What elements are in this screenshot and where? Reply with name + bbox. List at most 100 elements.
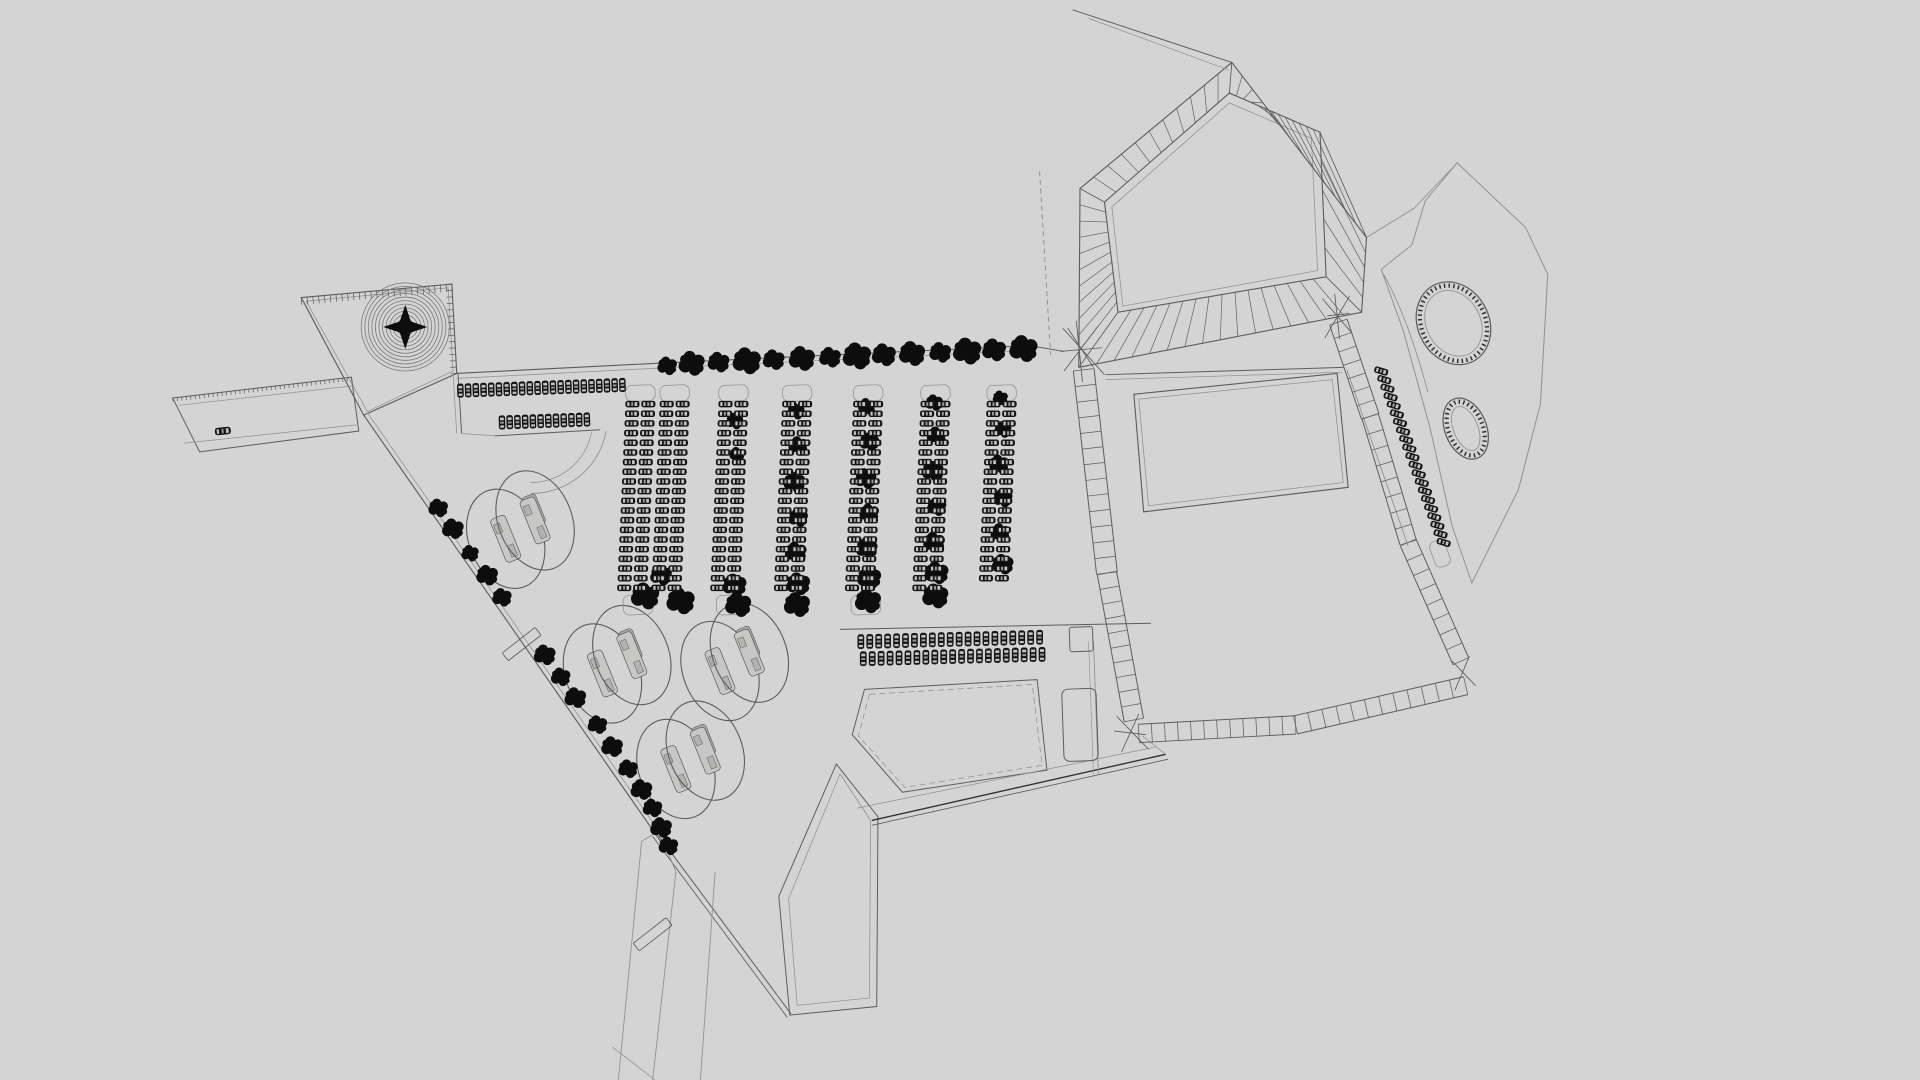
south-boundary-a	[871, 753, 1166, 822]
car	[915, 507, 930, 514]
car	[734, 400, 749, 408]
car	[931, 516, 946, 524]
car	[1383, 392, 1398, 402]
car	[794, 487, 809, 495]
bay-b-edge	[494, 429, 601, 437]
car	[995, 565, 1010, 572]
car	[847, 526, 862, 534]
site-edge-nw-a	[1072, 9, 1232, 63]
car	[653, 545, 668, 553]
tree	[732, 347, 761, 375]
car	[552, 413, 560, 428]
car	[603, 378, 611, 393]
west-road-hatch	[172, 377, 353, 402]
car	[713, 507, 728, 514]
car	[1436, 537, 1451, 548]
car	[537, 414, 545, 429]
car	[776, 516, 792, 524]
car	[997, 516, 1012, 524]
car	[845, 584, 860, 592]
car	[733, 420, 748, 427]
junction-nw-x5	[1067, 327, 1094, 368]
car	[922, 649, 930, 665]
terrace-west-2	[1096, 570, 1144, 723]
car	[863, 536, 878, 543]
car-west-road	[214, 426, 231, 436]
car-row-north-b	[498, 412, 591, 430]
tree	[657, 356, 677, 376]
tree	[642, 798, 663, 818]
car	[718, 410, 733, 417]
car	[624, 429, 639, 437]
car	[733, 429, 748, 437]
plaza-spiral-tree	[360, 282, 450, 372]
junction-nw-x1	[1062, 327, 1105, 375]
car	[859, 651, 867, 667]
car-col-3-right	[726, 400, 749, 592]
car	[730, 497, 745, 505]
junction-ne-x3	[1327, 313, 1350, 317]
car	[848, 497, 863, 505]
car	[671, 487, 686, 495]
car	[636, 516, 651, 524]
car	[480, 382, 487, 397]
car-col-east	[1374, 366, 1451, 548]
car	[564, 379, 572, 394]
car	[980, 536, 995, 543]
car-col-2-right	[667, 400, 690, 592]
car	[625, 400, 640, 408]
car	[790, 574, 805, 582]
car-col-5-right	[860, 400, 884, 592]
car-col-1-left	[617, 400, 640, 592]
car	[1380, 383, 1395, 393]
car	[1377, 374, 1392, 385]
car	[915, 516, 930, 524]
car	[929, 565, 944, 572]
car	[727, 555, 742, 563]
car	[1411, 469, 1426, 479]
car	[541, 380, 549, 395]
car	[1001, 420, 1016, 427]
tree	[788, 345, 815, 371]
car	[781, 410, 796, 417]
car	[793, 497, 808, 505]
tree	[854, 588, 881, 614]
car	[1386, 400, 1401, 410]
canopy-group-4	[636, 700, 745, 820]
car	[549, 380, 557, 395]
car	[981, 526, 996, 534]
car	[912, 574, 927, 582]
car	[797, 410, 812, 417]
car	[930, 536, 945, 543]
terrace-west-edge-b	[1088, 641, 1094, 774]
car	[639, 449, 654, 456]
car	[792, 526, 807, 534]
car	[796, 429, 811, 437]
car	[487, 382, 495, 397]
car	[933, 468, 948, 476]
car	[775, 555, 790, 563]
car	[732, 449, 747, 456]
car	[732, 439, 747, 447]
car	[976, 648, 983, 664]
car	[983, 478, 998, 485]
bay-b-link	[461, 433, 495, 437]
upper-field-edge-inner	[1111, 102, 1318, 307]
car	[619, 536, 634, 543]
car	[730, 487, 745, 495]
plaza-small-structure	[1068, 626, 1094, 653]
car	[654, 526, 669, 534]
car	[716, 449, 731, 456]
car	[777, 497, 792, 505]
lower-field-top-a	[1105, 366, 1344, 376]
car	[996, 545, 1011, 553]
car	[850, 458, 865, 466]
car	[773, 584, 789, 592]
car	[718, 400, 733, 408]
car	[780, 439, 795, 447]
car	[920, 410, 935, 417]
car	[670, 507, 685, 514]
car	[1374, 366, 1389, 376]
car	[996, 526, 1012, 534]
car	[622, 468, 637, 476]
